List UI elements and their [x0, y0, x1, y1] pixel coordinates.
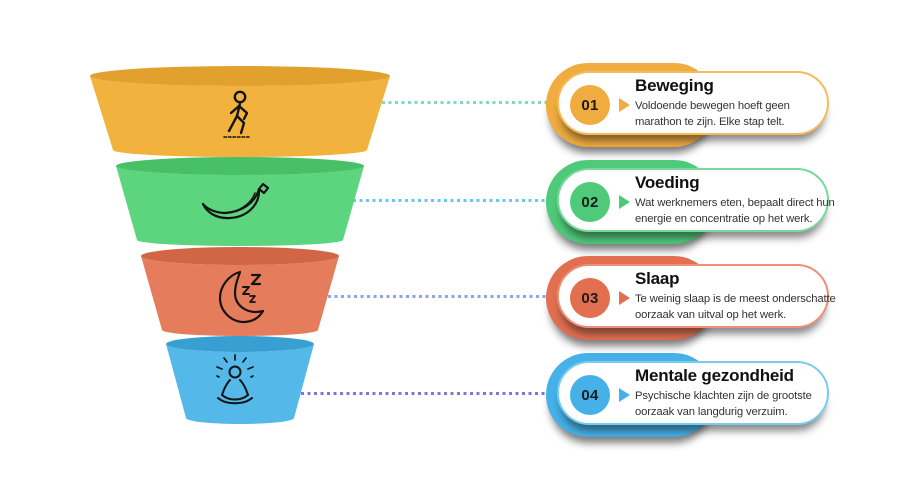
step-number-badge: 02: [570, 182, 610, 222]
card-description-line: oorzaak van uitval op het werk.: [635, 308, 787, 321]
card-description-line: Psychische klachten zijn de grootste: [635, 390, 812, 403]
card-slaap: 03 Slaap Te weinig slaap is de meest ond…: [546, 256, 836, 340]
card-description-line: Wat werknemers eten, bepaalt direct hun: [635, 197, 835, 210]
card-mentale-gezondheid: 04 Mentale gezondheid Psychische klachte…: [546, 353, 836, 437]
card-title: Mentale gezondheid: [635, 366, 794, 386]
arrow-icon: [619, 195, 630, 209]
card-beweging: 01 Beweging Voldoende bewegen hoeft geen…: [546, 63, 836, 147]
funnel-level-beweging: [90, 66, 390, 157]
step-number-badge: 04: [570, 375, 610, 415]
arrow-icon: [619, 98, 630, 112]
card-title: Voeding: [635, 173, 700, 193]
funnel-level-voeding: [116, 157, 364, 246]
funnel-diagram: [90, 66, 390, 424]
connector-line-1: [382, 101, 549, 104]
banana-icon: [201, 182, 270, 220]
funnel-level-slaap: [141, 247, 339, 336]
connector-line-4: [301, 392, 549, 395]
card-description-line: oorzaak van langdurig verzuim.: [635, 405, 788, 418]
card-title: Slaap: [635, 269, 680, 289]
funnel-level-mentale-gezondheid: [166, 336, 314, 424]
card-description-line: Voldoende bewegen hoeft geen: [635, 100, 790, 113]
step-number-badge: 01: [570, 85, 610, 125]
connector-line-2: [353, 199, 549, 202]
step-number-badge: 03: [570, 278, 610, 318]
sleeping-moon-icon: [218, 270, 265, 324]
card-description-line: marathon te zijn. Elke stap telt.: [635, 115, 785, 128]
meditating-person-icon: [216, 354, 254, 405]
card-title: Beweging: [635, 76, 714, 96]
walking-person-icon: [223, 90, 250, 138]
card-description-line: energie en concentratie op het werk.: [635, 212, 813, 225]
arrow-icon: [619, 388, 630, 402]
arrow-icon: [619, 291, 630, 305]
card-voeding: 02 Voeding Wat werknemers eten, bepaalt …: [546, 160, 836, 244]
connector-line-3: [328, 295, 549, 298]
card-description-line: Te weinig slaap is de meest onderschatte: [635, 293, 836, 306]
